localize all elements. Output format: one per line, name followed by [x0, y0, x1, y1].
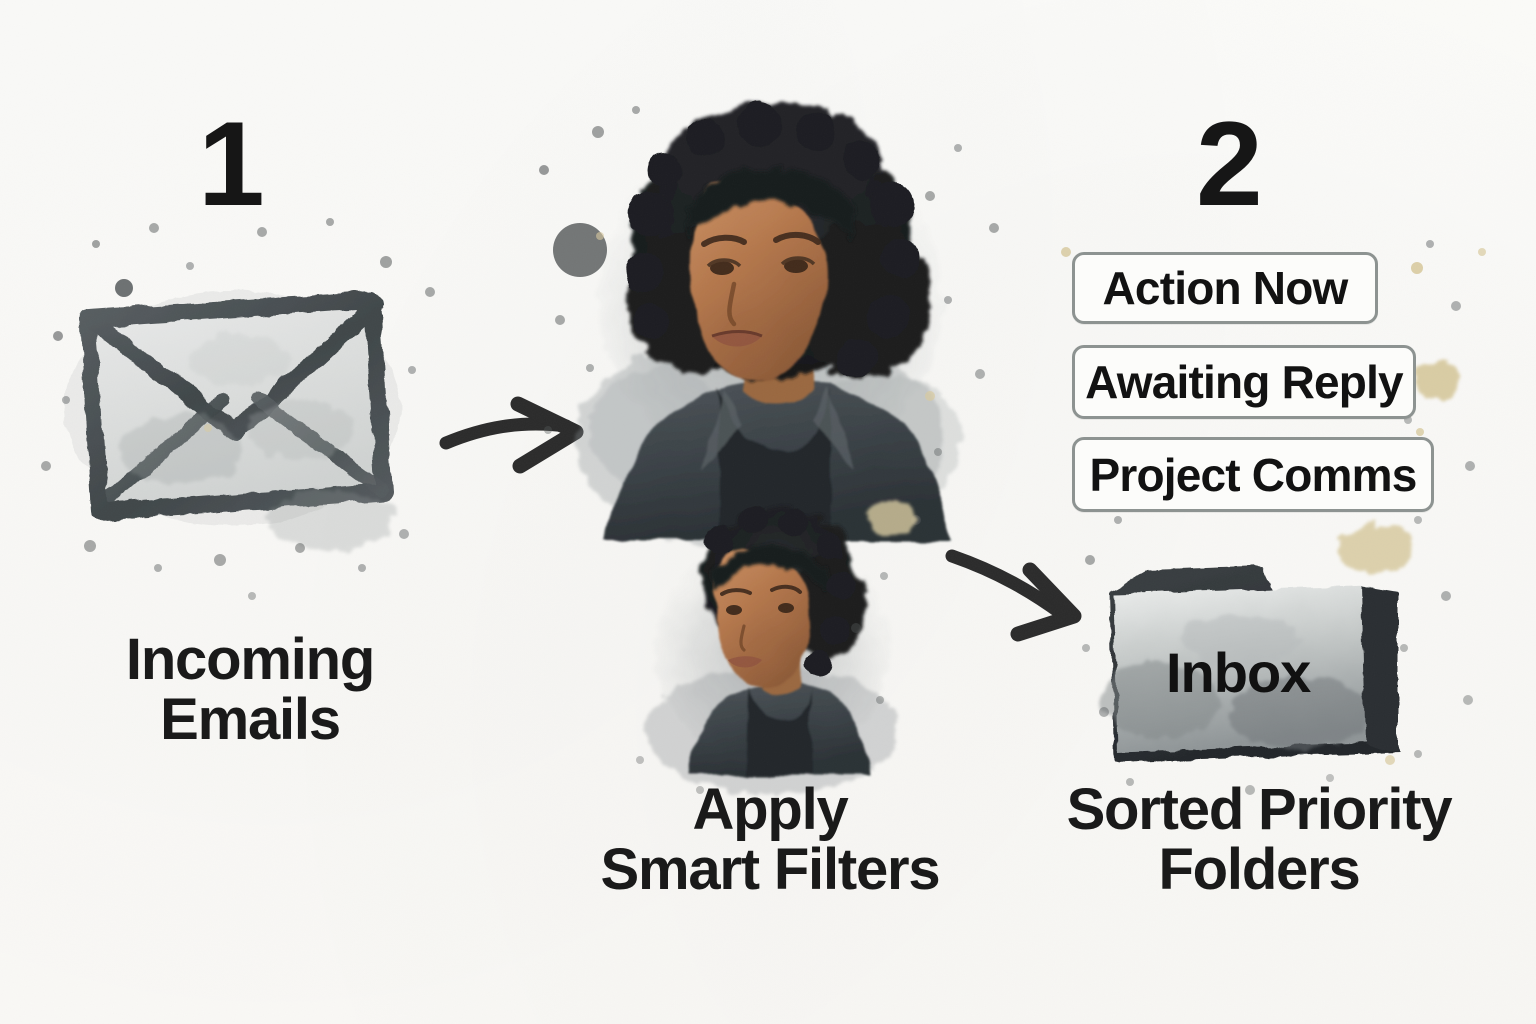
arrow-emails-to-filters-icon — [439, 396, 584, 474]
arrow-filters-to-folders-icon — [945, 549, 1082, 642]
portrait-large-illustration — [575, 102, 962, 550]
tag-chip-awaiting-reply[interactable]: Awaiting Reply — [1072, 345, 1416, 419]
envelope-icon — [64, 290, 400, 526]
tag-chip-project-comms[interactable]: Project Comms — [1072, 437, 1434, 512]
step-number-1: 1 — [198, 97, 265, 231]
envelope-wash — [118, 334, 394, 550]
tag-chip-action-now[interactable]: Action Now — [1072, 252, 1378, 324]
caption-incoming-emails: Incoming Emails — [125, 627, 375, 752]
portrait-features — [701, 232, 821, 347]
folder-label-inbox: Inbox — [1166, 641, 1311, 704]
caption-sorted-priority-folders: Sorted Priority Folders — [1066, 777, 1453, 902]
caption-apply-smart-filters: Apply Smart Filters — [600, 777, 941, 902]
portrait-small-illustration — [646, 505, 898, 794]
step-number-2: 2 — [1196, 97, 1263, 231]
